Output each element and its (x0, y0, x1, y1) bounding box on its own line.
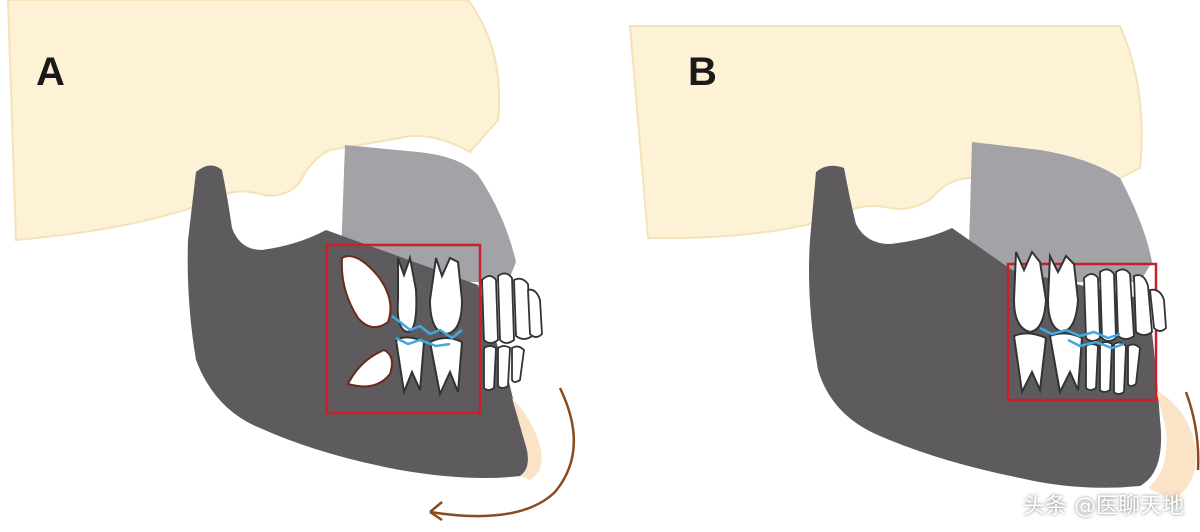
lower-molar (1048, 332, 1084, 396)
upper-tooth (1133, 274, 1153, 336)
angled-wisdom-tooth-upper (340, 255, 392, 329)
watermark-text: 头条 @医聊天地 (1023, 494, 1184, 519)
panel-a: A (6, 0, 576, 522)
lower-molar (394, 336, 426, 396)
lower-molars-a (394, 336, 464, 398)
mandible-shape (187, 165, 528, 479)
panel-b: B (600, 0, 1200, 532)
upper-tooth (1149, 288, 1167, 332)
angled-wisdom-tooth-lower (346, 348, 393, 388)
rotation-arrow-curve (429, 387, 576, 518)
chin-tissue (512, 398, 542, 480)
occlusal-contact-marks-a (391, 315, 463, 348)
upper-molar (428, 256, 464, 336)
skull-shape (6, 0, 501, 242)
skull-shape (628, 25, 1143, 240)
jaw-illustration-b (628, 25, 1200, 500)
lower-tooth (1113, 341, 1127, 395)
occlusal-contact-marks-b (1039, 326, 1125, 350)
rotation-arrow-curve (1184, 391, 1200, 471)
lower-tooth (1099, 341, 1113, 393)
chin-tissue (1148, 390, 1197, 500)
panel-label-a: A (36, 50, 65, 94)
maxilla-shape (340, 145, 516, 282)
molar-highlight-box (325, 243, 482, 415)
mandible-shape (809, 165, 1162, 488)
maxilla-shape (968, 142, 1152, 282)
lower-tooth (1085, 343, 1099, 391)
lower-tooth (511, 345, 525, 383)
jaw-illustration-a (6, 0, 576, 522)
lower-molar (1012, 332, 1048, 396)
upper-tooth (1115, 268, 1135, 340)
upper-molar (1046, 252, 1080, 334)
lower-molars-b (1012, 332, 1084, 396)
lower-tooth (1127, 343, 1141, 387)
front-teeth-b (1083, 268, 1167, 395)
upper-tooth (527, 288, 543, 338)
lower-tooth (497, 345, 511, 389)
front-teeth-a (481, 272, 543, 391)
panel-label-b: B (688, 50, 717, 94)
upper-tooth (497, 272, 515, 344)
molar-highlight-box (1006, 262, 1158, 402)
upper-molar (1012, 250, 1048, 334)
upper-molar (396, 254, 418, 334)
upper-tooth (481, 275, 499, 344)
upper-molars-a (396, 254, 464, 336)
rotation-arrow-head (429, 501, 443, 522)
lower-tooth (483, 345, 497, 391)
upper-tooth (1083, 273, 1101, 342)
lower-molar (428, 337, 464, 398)
upper-tooth (1099, 268, 1117, 342)
